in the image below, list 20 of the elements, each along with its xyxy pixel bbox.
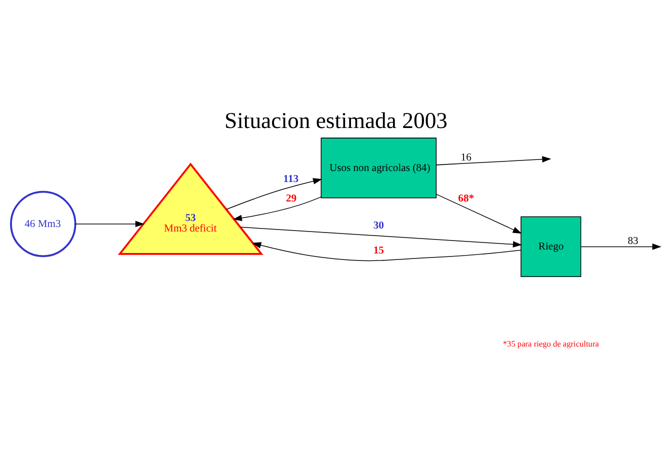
edge-label: 83 — [628, 235, 638, 246]
arrow — [580, 243, 662, 250]
arrow — [436, 193, 522, 234]
edge-label: 16 — [460, 152, 472, 164]
node-circle: 46 Mm3 — [10, 190, 76, 257]
diagram-title: Situacion estimada 2003 — [224, 108, 448, 133]
arrow — [226, 178, 322, 210]
arrow — [436, 156, 552, 165]
edge-label: 68* — [458, 192, 474, 204]
node-box: Riego — [520, 216, 582, 276]
edge-label: 113 — [283, 173, 299, 184]
arrow — [232, 196, 322, 221]
arrow — [252, 242, 522, 261]
node-box: Usos non agricolas (84) — [320, 137, 437, 198]
arrow — [240, 226, 522, 248]
label: *35 para riego de agricultura — [502, 338, 599, 348]
edge-label: 30 — [373, 220, 384, 232]
edge-label: 29 — [286, 192, 297, 204]
edge-label: 15 — [373, 245, 384, 256]
arrow — [74, 220, 144, 227]
